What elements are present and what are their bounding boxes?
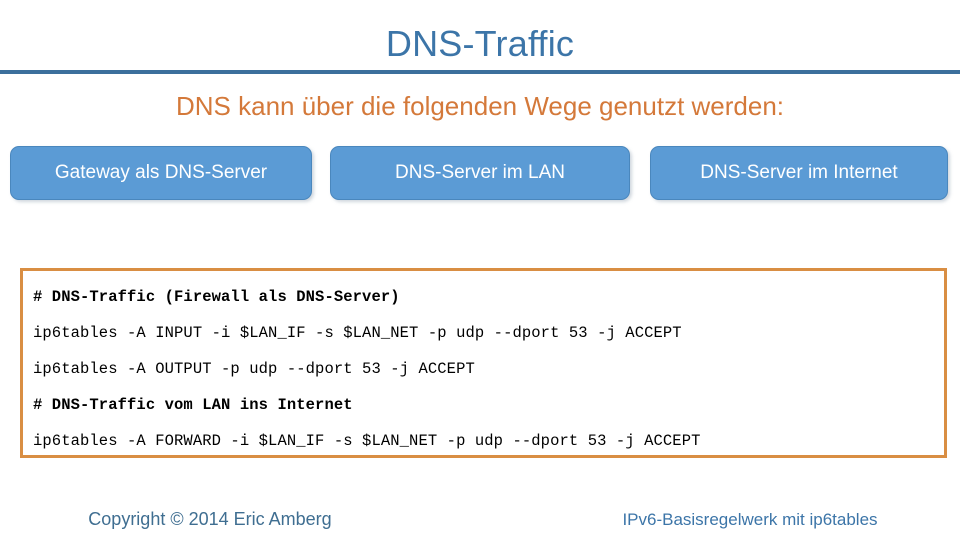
- pill-dns-server-im-lan[interactable]: DNS-Server im LAN: [330, 146, 630, 200]
- slide-subtitle: DNS kann über die folgenden Wege genutzt…: [175, 91, 785, 121]
- code-line: ip6tables -A FORWARD -i $LAN_IF -s $LAN_…: [33, 432, 701, 450]
- footer-copyright: Copyright © 2014 Eric Amberg: [88, 509, 332, 529]
- code-line: # DNS-Traffic (Firewall als DNS-Server): [33, 288, 400, 306]
- footer-deck-title: IPv6-Basisregelwerk mit ip6tables: [622, 510, 878, 529]
- pill-gateway-als-dns-server[interactable]: Gateway als DNS-Server: [10, 146, 312, 200]
- code-block: # DNS-Traffic (Firewall als DNS-Server) …: [20, 268, 947, 458]
- option-pill-row: Gateway als DNS-Server DNS-Server im LAN…: [0, 146, 960, 202]
- page-title: DNS-Traffic: [385, 23, 575, 64]
- code-line: # DNS-Traffic vom LAN ins Internet: [33, 396, 353, 414]
- code-line: ip6tables -A INPUT -i $LAN_IF -s $LAN_NE…: [33, 324, 682, 342]
- code-line: ip6tables -A OUTPUT -p udp --dport 53 -j…: [33, 360, 475, 378]
- pill-dns-server-im-internet[interactable]: DNS-Server im Internet: [650, 146, 948, 200]
- title-divider: [0, 70, 960, 74]
